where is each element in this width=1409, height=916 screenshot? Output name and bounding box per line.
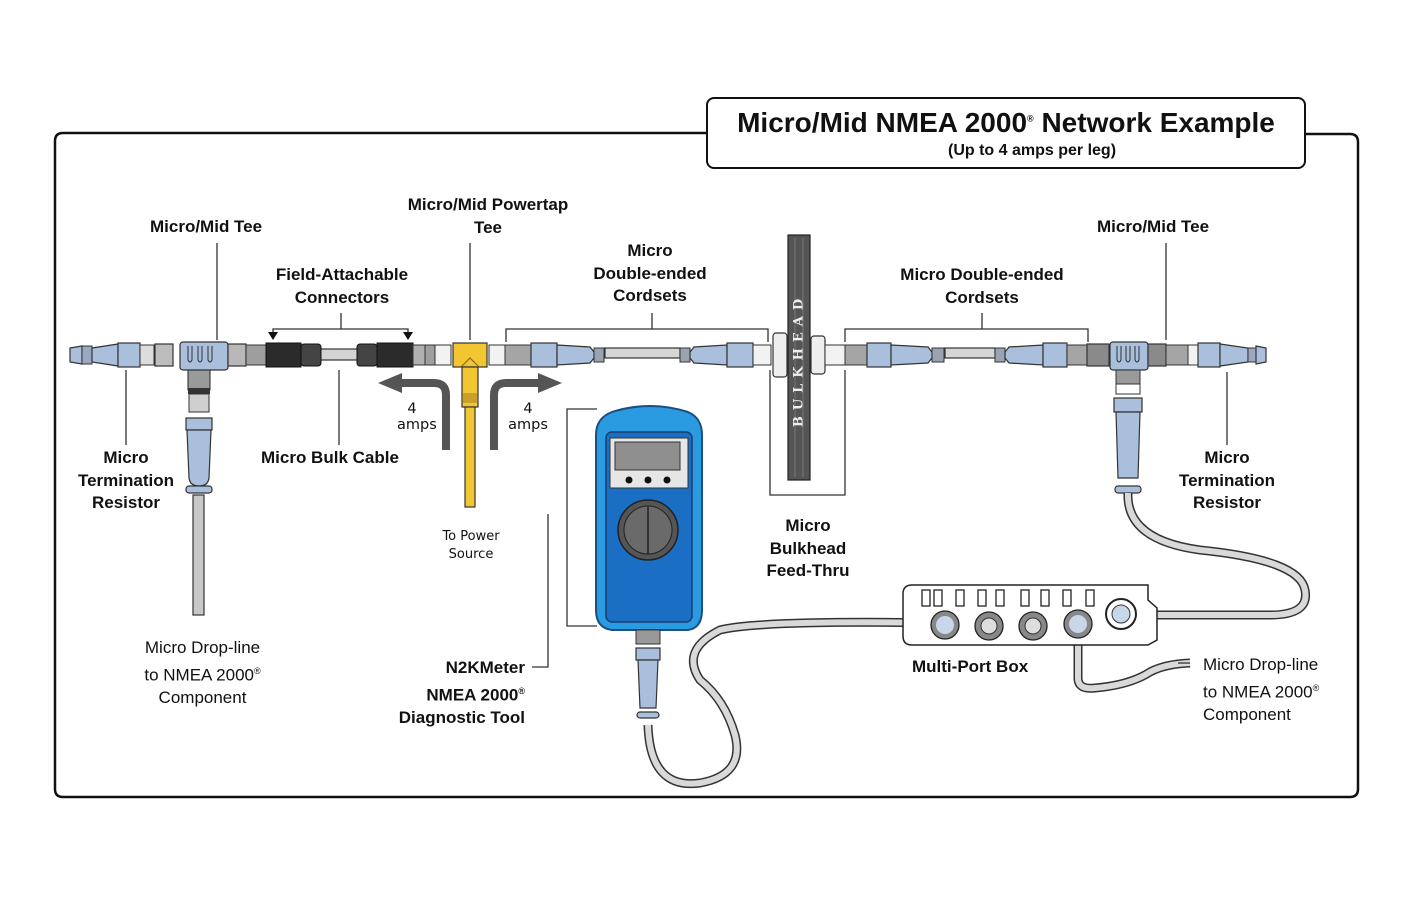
powertap-tee: [452, 342, 506, 508]
label-tee-left: Micro/Mid Tee: [150, 217, 263, 236]
meter-cable: [643, 617, 946, 789]
label-dropline-left: Micro Drop-line to NMEA 2000® Component: [144, 638, 261, 707]
amps-arrow-left: [378, 373, 450, 450]
outer-frame: [53, 131, 1360, 799]
n2kmeter-device: [595, 405, 703, 719]
multi-port-box: [902, 584, 1158, 646]
bulkhead-feed-thru: [772, 234, 846, 481]
page-title: Micro/Mid NMEA 2000® Network Example: [737, 107, 1275, 138]
left-termination-resistor: [69, 342, 174, 368]
right-termination-resistor: [1197, 342, 1267, 368]
label-n2kmeter: N2KMeter NMEA 2000® Diagnostic Tool: [398, 658, 525, 727]
page-subtitle: (Up to 4 amps per leg): [948, 142, 1117, 159]
double-ended-cordset-left: [504, 342, 772, 368]
double-ended-cordset-right: [844, 342, 1088, 368]
title-box: Micro/Mid NMEA 2000® Network Example (Up…: [706, 97, 1306, 169]
bulkhead-label: BULKHEAD: [791, 292, 807, 428]
amps-arrow-right: [490, 373, 562, 450]
label-dropline-right: Micro Drop-line to NMEA 2000® Component: [1203, 655, 1320, 724]
bracket-arrow-right: [403, 332, 413, 340]
label-tee-right: Micro/Mid Tee: [1097, 217, 1210, 236]
left-drop-cable: [185, 369, 213, 616]
label-bulk-cable: Micro Bulk Cable: [261, 448, 399, 467]
field-attachable-connector-left: [265, 342, 322, 368]
label-multi-port-box: Multi-Port Box: [912, 657, 1029, 676]
right-tee: [1086, 341, 1199, 494]
left-tee: [179, 341, 267, 371]
bracket-arrow-left: [268, 332, 278, 340]
field-attachable-connector-right: [356, 342, 452, 368]
